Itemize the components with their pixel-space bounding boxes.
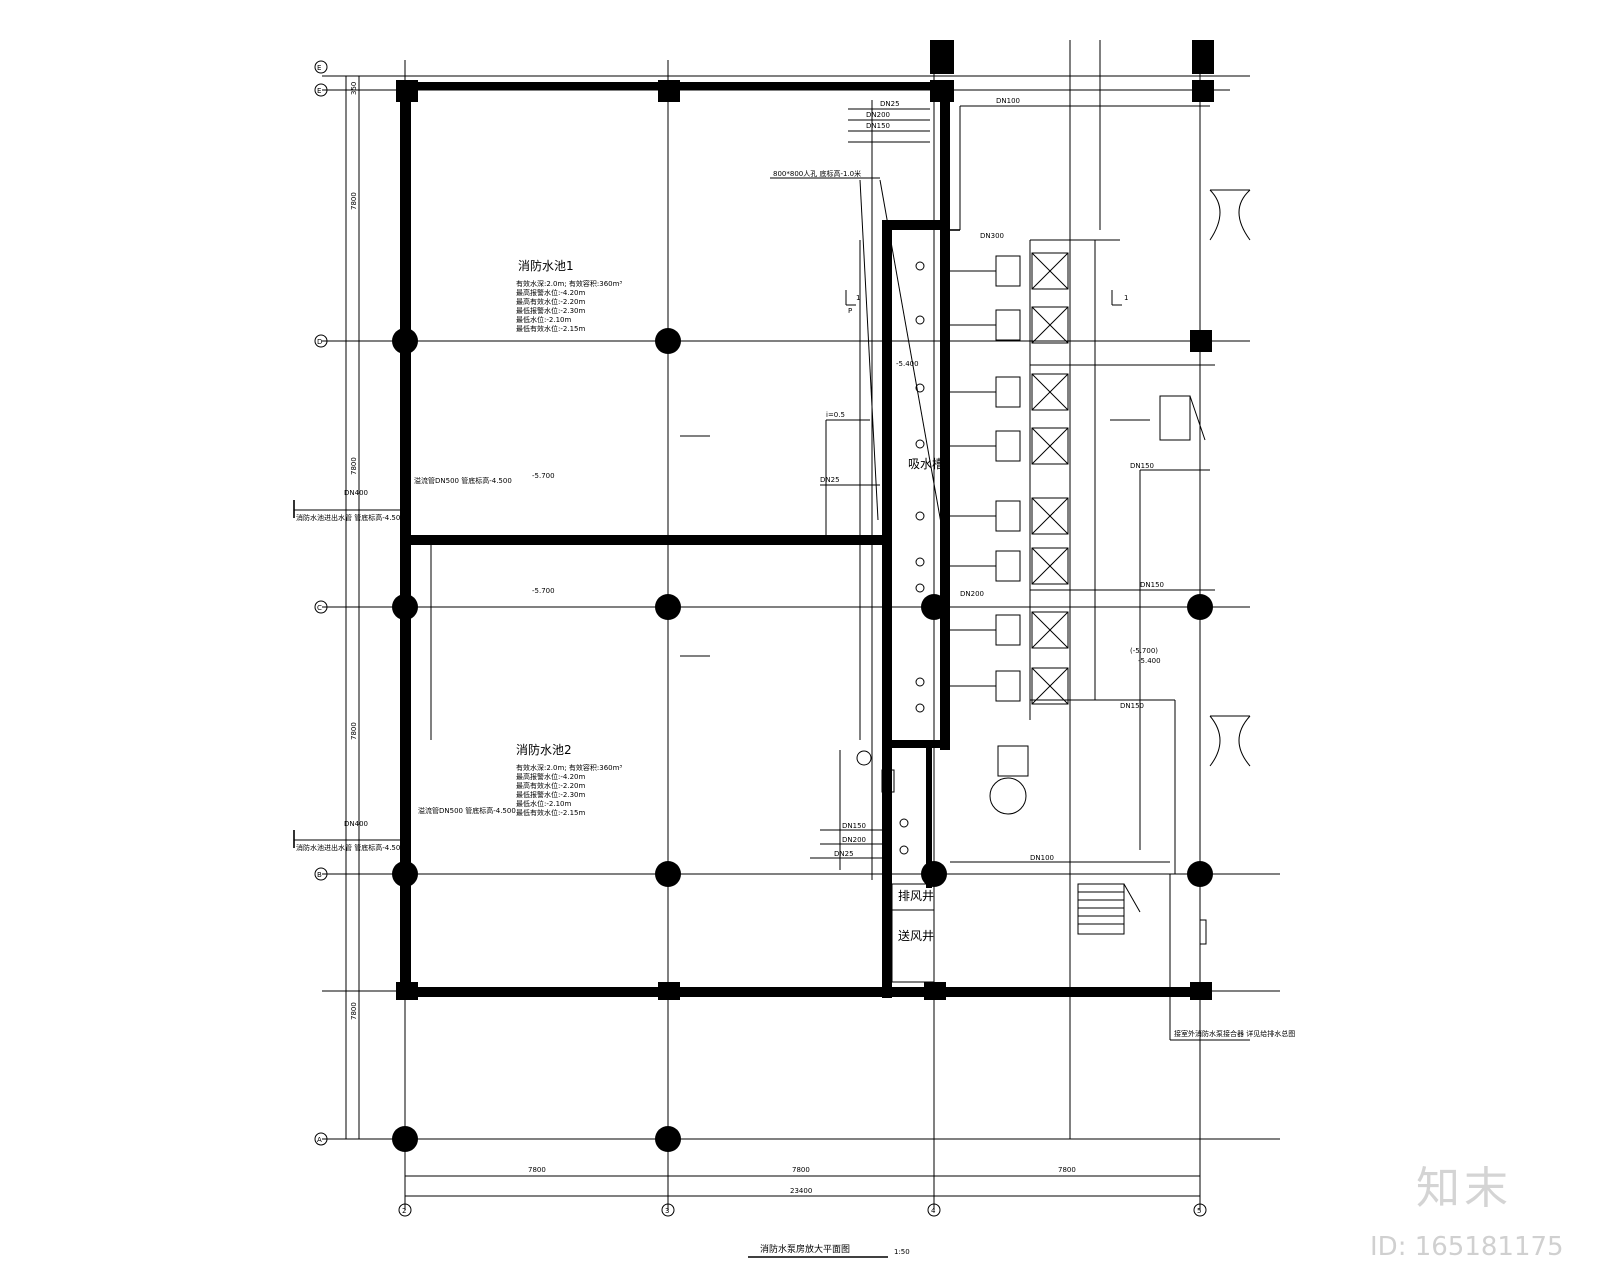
tank-1-name: 消防水池1 bbox=[518, 258, 574, 273]
drawing-title: 消防水泵房放大平面图 bbox=[760, 1243, 850, 1255]
grid-lines bbox=[322, 40, 1280, 1210]
left-pipe-notes: DN400 溢流管DN500 管底标高-4.500 消防水池进出水管 管底标高-… bbox=[293, 476, 516, 852]
lower-pipe-group: DN150 DN200 DN25 bbox=[810, 750, 909, 870]
svg-text:DN150: DN150 bbox=[1120, 702, 1144, 710]
svg-text:DN400: DN400 bbox=[344, 489, 368, 497]
grid-label-row: A bbox=[317, 1136, 322, 1144]
tank-2-name: 消防水池2 bbox=[516, 742, 572, 757]
svg-text:最高报警水位:-4.20m: 最高报警水位:-4.20m bbox=[516, 772, 585, 781]
grid-label-col: 3 bbox=[665, 1207, 669, 1215]
tank-1-elev: -5.700 bbox=[532, 472, 555, 480]
svg-text:最低水位:-2.10m: 最低水位:-2.10m bbox=[516, 315, 571, 324]
svg-text:最低报警水位:-2.30m: 最低报警水位:-2.30m bbox=[516, 790, 585, 799]
grid-bubbles-cols: 2 3 4 5 bbox=[398, 1203, 1207, 1217]
grid-label-row: E bbox=[317, 64, 321, 72]
svg-text:最低有效水位:-2.15m: 最低有效水位:-2.15m bbox=[516, 324, 585, 333]
svg-text:(-5.700): (-5.700) bbox=[1130, 647, 1158, 655]
watermark-id: ID: 165181175 bbox=[1370, 1232, 1564, 1262]
dim-bay-3: 7800 bbox=[1058, 1166, 1076, 1174]
supply-shaft: 送风井 bbox=[898, 928, 934, 943]
svg-text:溢流管DN500 管底标高-4.500: 溢流管DN500 管底标高-4.500 bbox=[414, 476, 512, 485]
svg-text:-5.400: -5.400 bbox=[1138, 657, 1161, 665]
section-marks: 1 1 bbox=[845, 290, 1128, 306]
svg-text:最高报警水位:-4.20m: 最高报警水位:-4.20m bbox=[516, 288, 585, 297]
svg-text:DN200: DN200 bbox=[842, 836, 866, 844]
grid-label-col: 4 bbox=[931, 1207, 936, 1215]
svg-text:DN100: DN100 bbox=[1030, 854, 1054, 862]
grid-label-row: C bbox=[317, 604, 322, 612]
svg-text:DN300: DN300 bbox=[980, 232, 1004, 240]
svg-text:DN400: DN400 bbox=[344, 820, 368, 828]
svg-text:DN150: DN150 bbox=[1130, 462, 1154, 470]
suction-well-label: 吸水槽 bbox=[908, 457, 944, 471]
svg-text:DN25: DN25 bbox=[834, 850, 854, 858]
dim-row-3: 7800 bbox=[350, 722, 358, 740]
svg-text:DN25: DN25 bbox=[820, 476, 840, 484]
dim-row-1: 7800 bbox=[350, 192, 358, 210]
walls bbox=[400, 82, 1208, 998]
svg-text:1: 1 bbox=[856, 294, 860, 302]
svg-text:P: P bbox=[848, 307, 852, 315]
svg-text:DN150: DN150 bbox=[1140, 581, 1164, 589]
dim-row-2: 7800 bbox=[350, 457, 358, 475]
tank-2-label: 消防水池2 有效水深:2.0m; 有效容积:360m³ 最高报警水位:-4.20… bbox=[516, 587, 622, 817]
drawing-scale: 1:50 bbox=[894, 1248, 910, 1256]
opening-label: 800*800人孔 底标高-1.0米 bbox=[773, 169, 861, 178]
tank-2-elev: -5.700 bbox=[532, 587, 555, 595]
svg-text:有效水深:2.0m; 有效容积:360m³: 有效水深:2.0m; 有效容积:360m³ bbox=[516, 763, 622, 772]
svg-text:溢流管DN500 管底标高-4.500: 溢流管DN500 管底标高-4.500 bbox=[418, 806, 516, 815]
svg-text:DN100: DN100 bbox=[996, 97, 1020, 105]
exhaust-shaft: 排风井 bbox=[898, 889, 934, 903]
grid-label-row: E bbox=[317, 87, 321, 95]
svg-text:最低有效水位:-2.15m: 最低有效水位:-2.15m bbox=[516, 808, 585, 817]
columns bbox=[392, 40, 1214, 1152]
suction-valves bbox=[915, 261, 925, 713]
svg-text:DN25: DN25 bbox=[880, 100, 900, 108]
svg-text:-5.400: -5.400 bbox=[896, 360, 919, 368]
tank-marks bbox=[430, 435, 710, 740]
tank-1-label: 消防水池1 有效水深:2.0m; 有效容积:360m³ 最高报警水位:-4.20… bbox=[516, 258, 622, 480]
grid-label-row: B bbox=[317, 871, 322, 879]
dim-bay-2: 7800 bbox=[792, 1166, 810, 1174]
pump-room: (-5.700) -5.400 DN150 DN150 DN150 DN100 … bbox=[950, 189, 1295, 1041]
svg-text:i=0.5: i=0.5 bbox=[826, 411, 845, 419]
svg-text:最高有效水位:-2.20m: 最高有效水位:-2.20m bbox=[516, 781, 585, 790]
stair bbox=[1077, 883, 1141, 935]
dim-row-4: 7800 bbox=[350, 1002, 358, 1020]
dim-total: 23400 bbox=[790, 1187, 812, 1195]
svg-text:1: 1 bbox=[1124, 294, 1128, 302]
grid-label-col: 5 bbox=[1197, 1207, 1201, 1215]
dim-bay-1: 7800 bbox=[528, 1166, 546, 1174]
svg-text:DN200: DN200 bbox=[866, 111, 890, 119]
svg-text:消防水池进出水管 管底标高-4.500: 消防水池进出水管 管底标高-4.500 bbox=[296, 843, 405, 852]
suction-well: 吸水槽 -5.400 bbox=[859, 100, 944, 880]
right-note: 接室外消防水泵接合器 详见给排水总图 bbox=[1174, 1029, 1295, 1038]
dimension-lines: 7800 7800 7800 7800 350 7800 7800 7800 2… bbox=[340, 75, 1201, 1200]
svg-text:DN150: DN150 bbox=[866, 122, 890, 130]
svg-text:DN200: DN200 bbox=[960, 590, 984, 598]
drawing-title-block: 消防水泵房放大平面图 1:50 bbox=[748, 1243, 910, 1258]
svg-text:DN150: DN150 bbox=[842, 822, 866, 830]
shafts: 排风井 送风井 bbox=[891, 883, 935, 983]
grid-label-row: D bbox=[317, 338, 322, 346]
pump-motors bbox=[995, 255, 1021, 702]
svg-text:最低报警水位:-2.30m: 最低报警水位:-2.30m bbox=[516, 306, 585, 315]
pump-feed-pipes bbox=[950, 270, 996, 687]
svg-text:最高有效水位:-2.20m: 最高有效水位:-2.20m bbox=[516, 297, 585, 306]
pump-units bbox=[1031, 252, 1069, 705]
svg-text:有效水深:2.0m; 有效容积:360m³: 有效水深:2.0m; 有效容积:360m³ bbox=[516, 279, 622, 288]
dim-top-small: 350 bbox=[350, 82, 358, 95]
grid-label-col: 2 bbox=[402, 1207, 406, 1215]
pressure-tank bbox=[989, 777, 1027, 815]
watermark-logo: 知末 bbox=[1416, 1163, 1512, 1214]
top-pipe-labels: DN25 DN200 DN150 DN100 DN300 bbox=[848, 97, 1210, 240]
leaders: 800*800人孔 底标高-1.0米 P i=0.5 DN25 bbox=[770, 169, 945, 541]
svg-text:最低水位:-2.10m: 最低水位:-2.10m bbox=[516, 799, 571, 808]
svg-text:消防水池进出水管 管底标高-4.500: 消防水池进出水管 管底标高-4.500 bbox=[296, 513, 405, 522]
grid-bubbles-rows: E E D C B A bbox=[314, 60, 328, 1146]
